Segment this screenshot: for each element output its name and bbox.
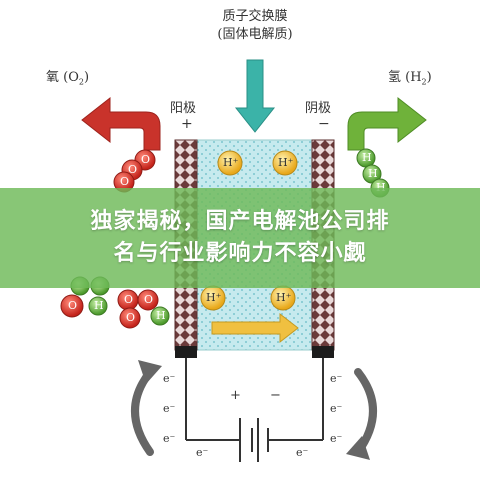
electron-label: e⁻ [330, 432, 343, 445]
oxygen-text: 氧 (O [46, 70, 79, 85]
oxygen-arrow [81, 96, 161, 151]
membrane-label: 质子交换膜 [222, 9, 288, 24]
external-circuit [185, 358, 324, 462]
cathode-label: 阴极 [305, 101, 332, 116]
anode-sign: + [181, 116, 193, 132]
battery-minus: − [270, 388, 281, 403]
water-oxygen-label: O [68, 299, 78, 312]
proton-label: H⁺ [206, 291, 222, 304]
cathode-sign: − [318, 116, 330, 132]
oxygen-close-paren: ) [83, 70, 90, 85]
electron-label: e⁻ [296, 446, 309, 459]
hydrogen-close-paren: ) [426, 70, 432, 85]
electron-arrow-left [131, 368, 154, 456]
electron-label: e⁻ [163, 402, 176, 415]
electron-label: e⁻ [330, 372, 343, 385]
proton-flow-arrow [211, 312, 299, 344]
battery-plus: + [230, 388, 241, 403]
electron-label: e⁻ [196, 446, 209, 459]
oxygen-atom-label: O [141, 153, 151, 166]
proton-label: H⁺ [223, 156, 239, 169]
cathode-terminal [312, 346, 334, 358]
hydrogen-subscript: 2 [421, 77, 427, 87]
membrane-title: 质子交换膜 (固体电解质) [200, 8, 310, 44]
hydrogen-atom-label: H [362, 151, 372, 164]
water-hydrogen-label: H [94, 299, 104, 312]
electron-label: e⁻ [330, 402, 343, 415]
oxygen-molecules-top [113, 149, 156, 193]
title-banner: 独家揭秘，国产电解池公司排 名与行业影响力不容小觑 [0, 188, 480, 288]
water-oxygen-label: O [124, 293, 134, 306]
electron-label: e⁻ [163, 432, 176, 445]
oxygen-subscript: 2 [78, 77, 84, 87]
hydrogen-atom-label: H [376, 181, 386, 194]
electron-arrowhead-right [346, 436, 370, 460]
hydrogen-atom-label: H [368, 167, 378, 180]
hydrogen-text: 氢 (H [388, 70, 422, 85]
proton-label: H⁺ [278, 156, 294, 169]
electron-arrowhead-left [138, 360, 162, 384]
water-oxygen-label: O [126, 311, 136, 324]
oxygen-atom-label: O [120, 175, 130, 188]
water-hydrogen-label: H [156, 309, 166, 322]
hydrogen-arrow [347, 96, 427, 151]
water-oxygen-label: O [144, 293, 154, 306]
anode-terminal [175, 346, 197, 358]
proton-label: H⁺ [276, 291, 292, 304]
anode-label: 阳极 [170, 101, 197, 116]
banner-title-line1: 独家揭秘，国产电解池公司排 [90, 209, 390, 234]
membrane-sublabel: (固体电解质) [217, 27, 293, 42]
oxygen-label: 氧 (O2) [46, 66, 89, 87]
hydrogen-label: 氢 (H2) [388, 66, 432, 87]
banner-title-line2: 名与行业影响力不容小觑 [113, 241, 367, 266]
oxygen-atom-label: O [128, 163, 138, 176]
electron-label: e⁻ [163, 372, 176, 385]
membrane-arrow [234, 59, 276, 133]
